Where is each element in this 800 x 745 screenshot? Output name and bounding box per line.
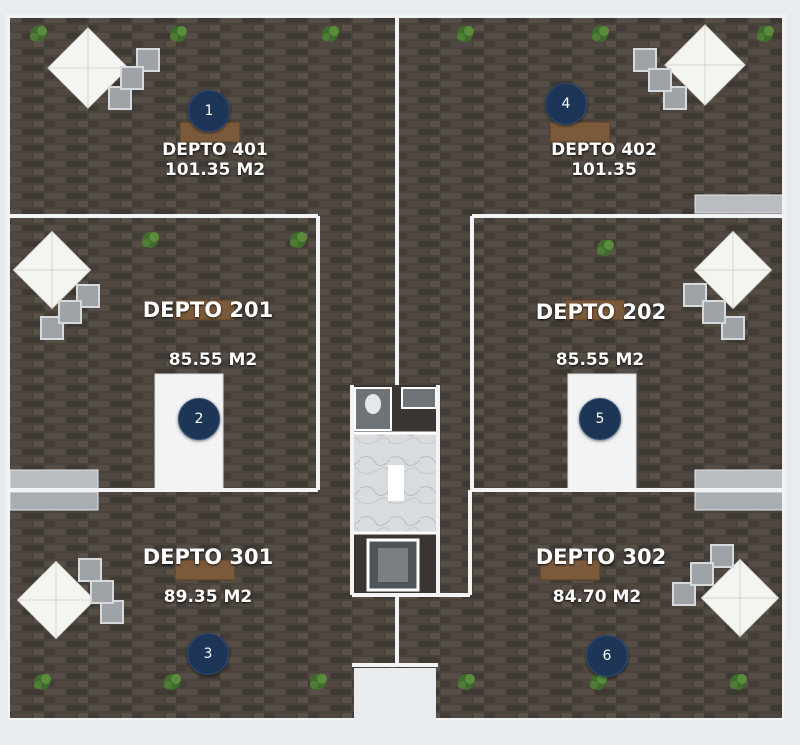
unit-402-area: 101.35 xyxy=(571,160,637,181)
unit-302-name: DEPTO 302 xyxy=(535,545,667,569)
unit-402-name: DEPTO 402 xyxy=(551,140,657,160)
unit-301-name: DEPTO 301 xyxy=(142,545,274,569)
unit-202-area: 85.55 M2 xyxy=(555,350,645,370)
unit-202-badge[interactable]: 5 xyxy=(579,398,621,440)
unit-402-label: DEPTO 402 101.35 xyxy=(551,140,657,181)
unit-202-name: DEPTO 202 xyxy=(535,300,667,324)
unit-201-area: 85.55 M2 xyxy=(168,350,258,370)
unit-201-badge[interactable]: 2 xyxy=(178,398,220,440)
unit-302-badge[interactable]: 6 xyxy=(586,635,628,677)
unit-201-name: DEPTO 201 xyxy=(142,298,274,322)
unit-401-badge[interactable]: 1 xyxy=(188,90,230,132)
unit-402-badge[interactable]: 4 xyxy=(545,83,587,125)
unit-302-area: 84.70 M2 xyxy=(552,587,642,607)
unit-401-label: DEPTO 401 101.35 M2 xyxy=(162,140,268,181)
unit-401-name: DEPTO 401 xyxy=(162,140,268,160)
unit-301-badge[interactable]: 3 xyxy=(187,633,229,675)
unit-401-area: 101.35 M2 xyxy=(164,160,266,181)
unit-301-area: 89.35 M2 xyxy=(163,587,253,607)
